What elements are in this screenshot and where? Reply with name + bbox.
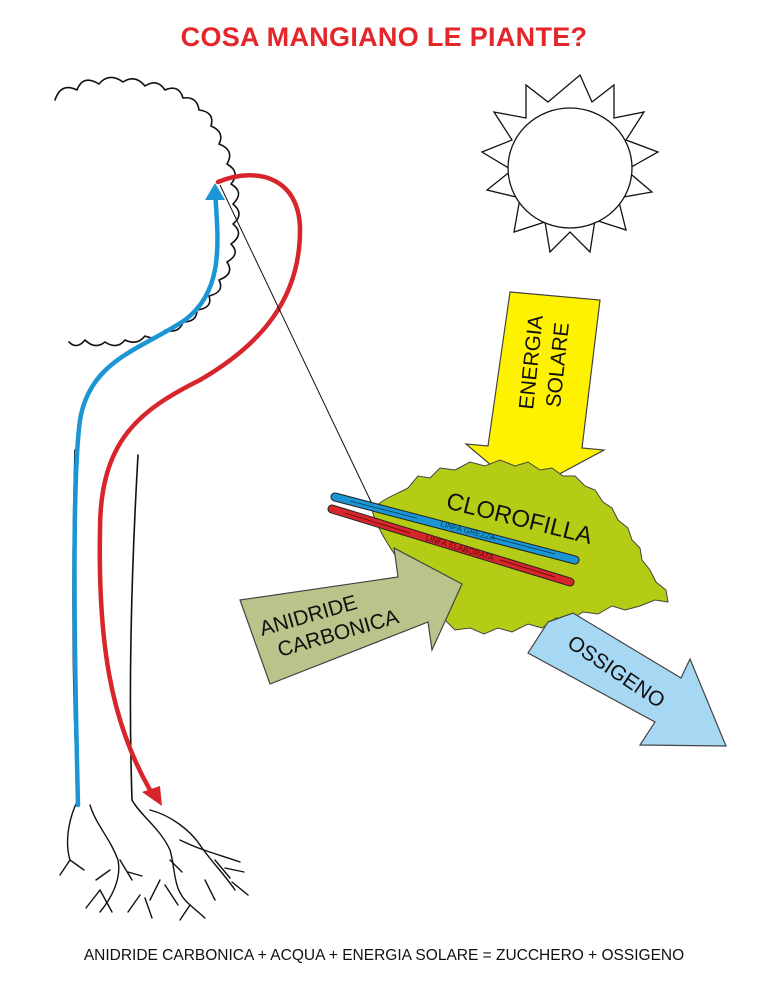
page-title: COSA MANGIANO LE PIANTE? xyxy=(180,22,588,52)
pointer-line xyxy=(219,184,375,509)
sun-icon xyxy=(480,73,660,254)
carbon-dioxide-arrow: ANIDRIDE CARBONICA xyxy=(239,546,463,685)
elaborated-sap-arrowhead xyxy=(142,786,162,806)
photosynthesis-equation: ANIDRIDE CARBONICA + ACQUA + ENERGIA SOL… xyxy=(83,947,685,964)
raw-sap-path xyxy=(72,187,220,808)
tree-roots xyxy=(59,799,249,921)
raw-sap-arrowhead xyxy=(205,183,225,200)
oxygen-arrow: OSSIGENO xyxy=(527,612,727,747)
solar-energy-arrow: ENERGIA SOLARE xyxy=(464,291,607,494)
tree-canopy xyxy=(54,76,240,347)
elaborated-sap-path xyxy=(97,173,303,793)
